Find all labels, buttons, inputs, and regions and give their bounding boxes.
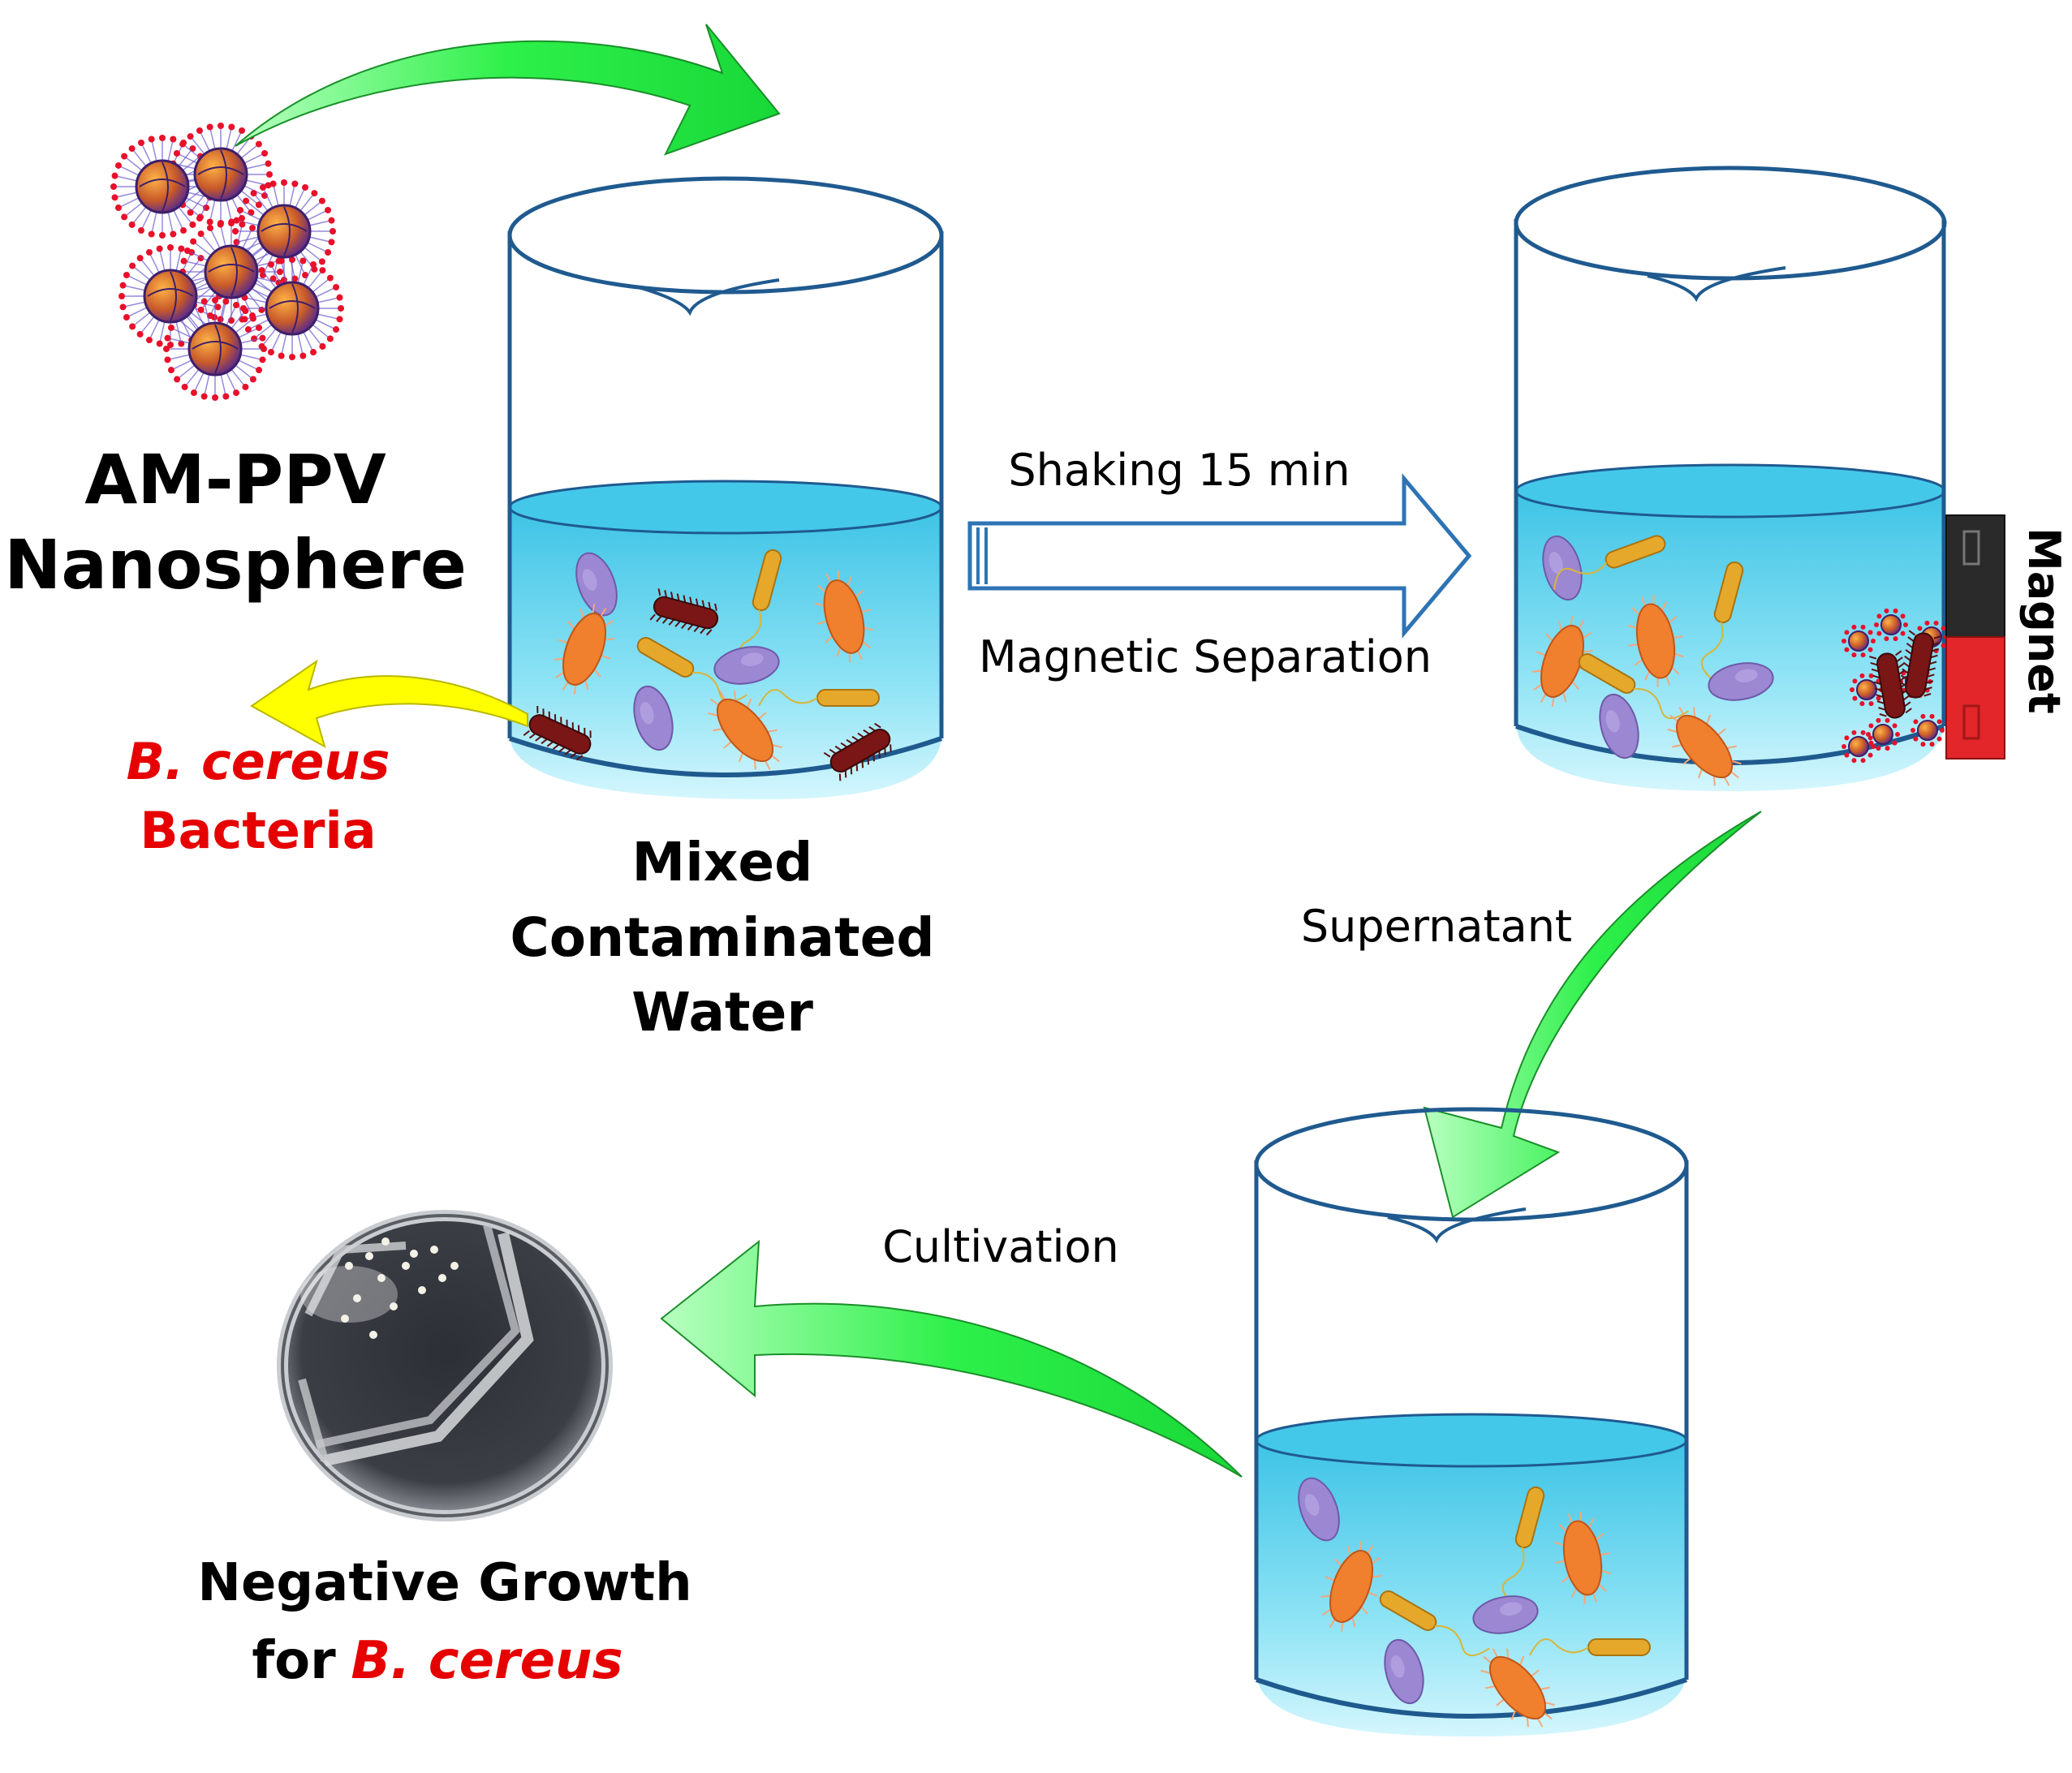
bacterium-orange bbox=[1531, 616, 1593, 707]
bacterium-purple bbox=[1708, 662, 1774, 701]
step-arrow-shaking bbox=[967, 473, 1472, 639]
nanosphere-cluster-icon bbox=[110, 123, 344, 401]
bacterium-orange bbox=[1627, 594, 1684, 688]
bacterium-orange bbox=[814, 570, 874, 663]
magnet-label: Magnet bbox=[2018, 527, 2070, 714]
nanosphere-particle bbox=[193, 147, 248, 202]
yellow-arrow-bcereus bbox=[250, 659, 528, 749]
bacterium-b-cereus bbox=[823, 722, 892, 781]
bacteria-label-line1: B. cereus bbox=[127, 732, 390, 791]
bacterium-purple bbox=[1542, 535, 1583, 601]
cultivation-label: Cultivation bbox=[882, 1221, 1119, 1272]
water-label-line3: Water bbox=[631, 981, 813, 1044]
step-label-top: Shaking 15 min bbox=[1008, 445, 1350, 496]
bacterium-rod bbox=[1553, 535, 1666, 591]
bacterium-purple bbox=[1384, 1638, 1424, 1705]
bacterium-orange bbox=[1480, 1648, 1555, 1728]
bacterium-orange bbox=[1554, 1511, 1611, 1605]
green-arrow-supernatant bbox=[1423, 811, 1762, 1219]
bacterium-purple bbox=[1298, 1477, 1340, 1542]
water-label-line2: Contaminated bbox=[510, 906, 934, 969]
supernatant-label: Supernatant bbox=[1301, 901, 1572, 952]
bacterium-purple bbox=[1472, 1595, 1539, 1634]
bacterium-b-cereus bbox=[1898, 630, 1941, 699]
beaker-separation bbox=[1514, 166, 1949, 791]
nanosphere-label-line1: AM-PPV bbox=[84, 440, 386, 519]
beaker-mixed-water bbox=[507, 176, 944, 799]
nanosphere-particle bbox=[204, 244, 259, 299]
bacteria-label-line2: Bacteria bbox=[140, 801, 376, 860]
bacterium-b-cereus bbox=[649, 588, 719, 636]
bacterium-rod bbox=[758, 689, 880, 707]
nanosphere-label-line2: Nanosphere bbox=[4, 525, 467, 605]
bar-magnet-icon bbox=[1945, 514, 2005, 760]
green-arrow-cultivation bbox=[660, 1239, 1243, 1478]
bacterium-purple bbox=[1599, 693, 1639, 760]
nanosphere-particle bbox=[135, 159, 190, 214]
beaker-supernatant bbox=[1254, 1107, 1689, 1736]
bacterium-orange bbox=[554, 604, 615, 695]
green-arrow-add-nanosphere bbox=[235, 24, 781, 156]
nanosphere-particle bbox=[265, 281, 320, 336]
petri-dish-icon bbox=[277, 1210, 613, 1521]
water-label-line1: Mixed bbox=[632, 831, 813, 893]
bacterium-orange bbox=[1667, 707, 1742, 786]
bacterium-rod bbox=[1578, 653, 1689, 720]
result-label-line2-prefix: for bbox=[252, 1631, 336, 1691]
result-label-line2-species: B. cereus bbox=[351, 1631, 622, 1691]
bacterium-rod bbox=[1529, 1638, 1651, 1656]
nanosphere-particle bbox=[256, 204, 312, 259]
bacterium-orange bbox=[708, 691, 782, 770]
bacterium-orange bbox=[1320, 1541, 1382, 1632]
bacterium-b-cereus bbox=[523, 705, 592, 761]
bacterium-rod bbox=[1700, 561, 1744, 682]
step-label-bottom: Magnetic Separation bbox=[979, 631, 1432, 682]
nanosphere-particle bbox=[143, 269, 198, 324]
bacterium-purple bbox=[713, 646, 780, 685]
nanosphere-particle bbox=[187, 321, 243, 377]
bacterium-purple bbox=[633, 685, 674, 751]
bacterium-rod bbox=[1379, 1590, 1490, 1657]
result-label-line1: Negative Growth bbox=[197, 1553, 691, 1613]
bacterium-purple bbox=[575, 552, 618, 617]
bacterium-b-cereus bbox=[1869, 650, 1912, 719]
